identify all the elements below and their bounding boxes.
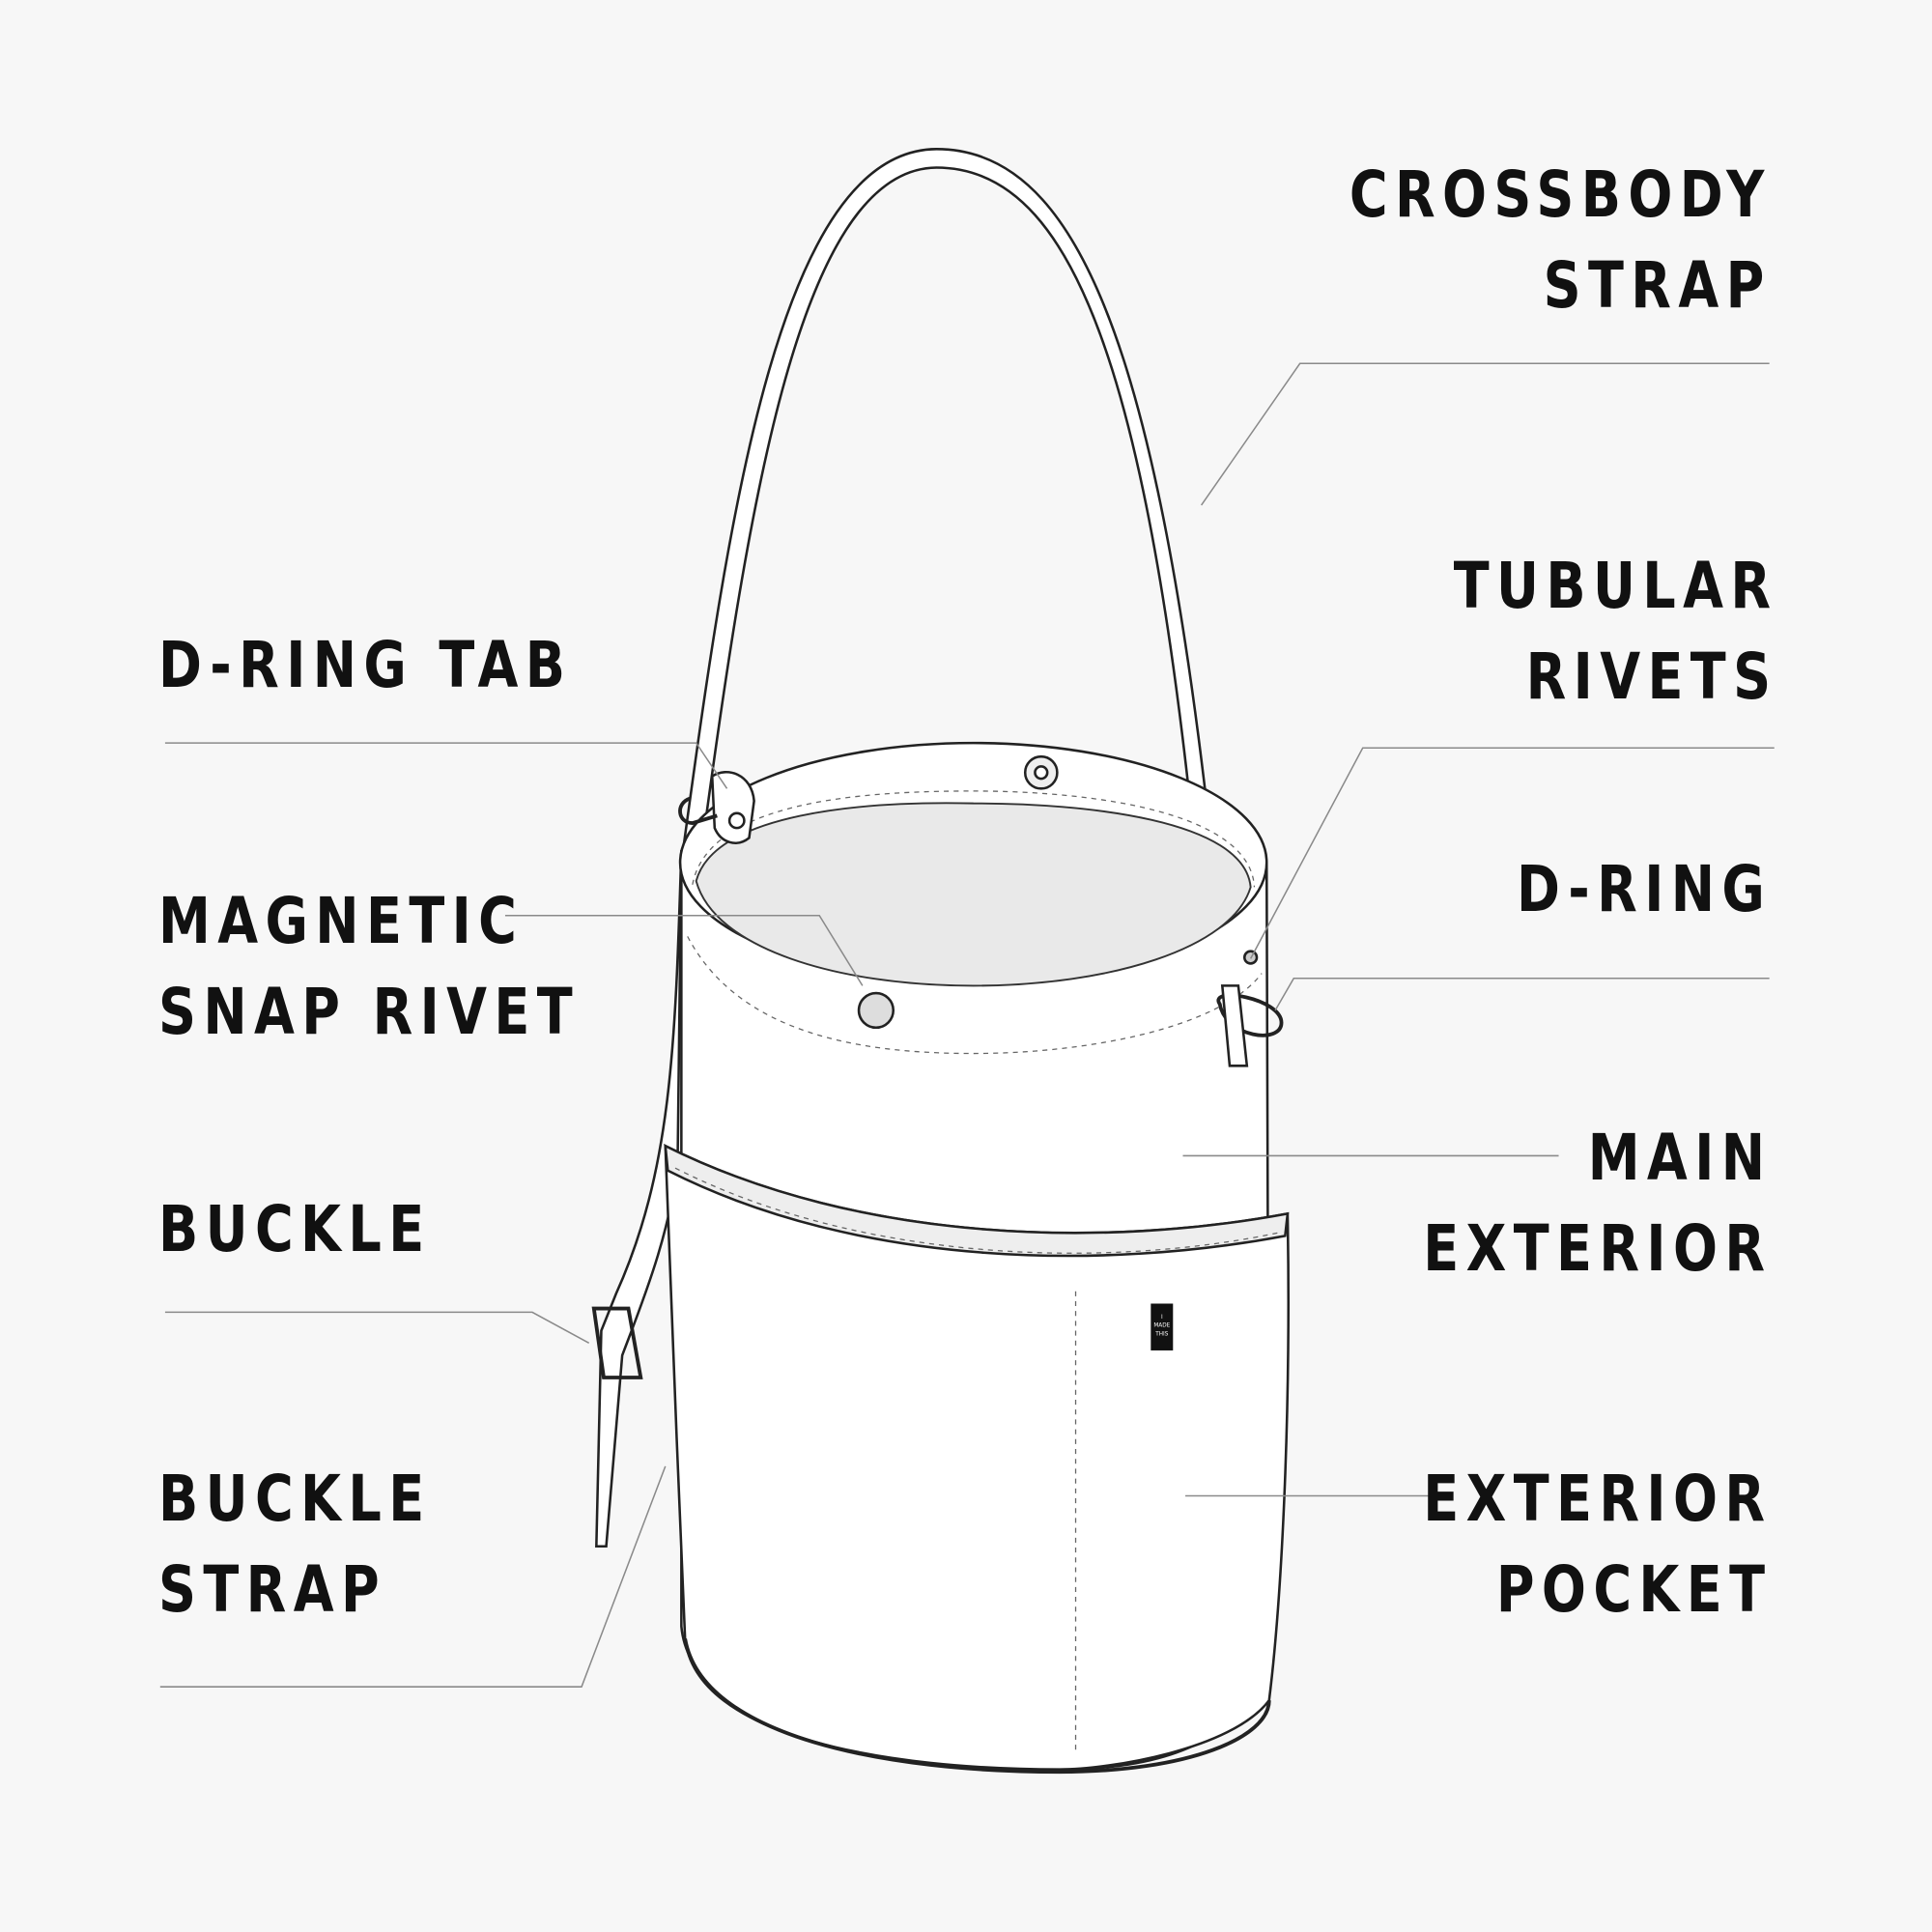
leader-tubular-rivets bbox=[1249, 747, 1775, 959]
leader-magnetic-snap-rivet bbox=[504, 914, 864, 986]
d-ring-tab bbox=[710, 771, 755, 844]
label-line: MAGNETIC bbox=[158, 884, 525, 958]
label-line: POCKET bbox=[1495, 1552, 1772, 1627]
label-buckle: BUCKLE bbox=[158, 1184, 432, 1275]
label-d-ring: D-RING bbox=[1517, 844, 1772, 935]
leader-buckle bbox=[164, 1311, 590, 1344]
leader-d-ring-tab bbox=[164, 742, 728, 789]
label-tubular-rivets: TUBULAR RIVETS bbox=[1453, 541, 1777, 723]
label-main-exterior: MAIN EXTERIOR bbox=[1423, 1113, 1772, 1294]
label-exterior-pocket: EXTERIOR POCKET bbox=[1423, 1454, 1772, 1635]
buckle-icon bbox=[591, 1306, 643, 1379]
buckle-strap bbox=[595, 850, 683, 1548]
label-line: STRAP bbox=[158, 1552, 387, 1627]
label-line: TUBULAR bbox=[1453, 549, 1777, 623]
label-line: CROSSBODY bbox=[1350, 157, 1772, 232]
leader-crossbody-strap bbox=[1200, 362, 1770, 506]
d-ring-left bbox=[678, 796, 718, 825]
label-magnetic-snap-rivet: MAGNETIC SNAP RIVET bbox=[158, 876, 580, 1058]
label-crossbody-strap: CROSSBODY STRAP bbox=[1350, 150, 1772, 331]
label-line: BUCKLE bbox=[158, 1192, 432, 1266]
label-buckle-strap: BUCKLE STRAP bbox=[158, 1454, 432, 1635]
magnetic-snap-rivet bbox=[857, 991, 895, 1030]
label-line: D-RING TAB bbox=[158, 628, 573, 702]
label-line: BUCKLE bbox=[158, 1462, 432, 1536]
label-line: MAIN bbox=[1587, 1121, 1772, 1195]
svg-text:I: I bbox=[1161, 1315, 1163, 1321]
label-d-ring-tab: D-RING TAB bbox=[158, 620, 572, 711]
leader-buckle-strap bbox=[159, 1465, 667, 1688]
svg-text:MADE: MADE bbox=[1153, 1323, 1170, 1329]
label-line: RIVETS bbox=[1525, 639, 1777, 714]
leader-d-ring bbox=[1274, 977, 1770, 1011]
svg-text:THIS: THIS bbox=[1154, 1332, 1168, 1338]
label-line: SNAP RIVET bbox=[158, 975, 581, 1049]
label-line: EXTERIOR bbox=[1422, 1462, 1772, 1536]
bag-base bbox=[683, 1638, 1271, 1775]
label-line: STRAP bbox=[1543, 248, 1772, 323]
i-made-this-tag: I MADE THIS bbox=[1151, 1303, 1174, 1350]
label-line: EXTERIOR bbox=[1422, 1211, 1772, 1286]
label-line: D-RING bbox=[1516, 852, 1772, 926]
pocket-band bbox=[664, 1144, 1290, 1258]
